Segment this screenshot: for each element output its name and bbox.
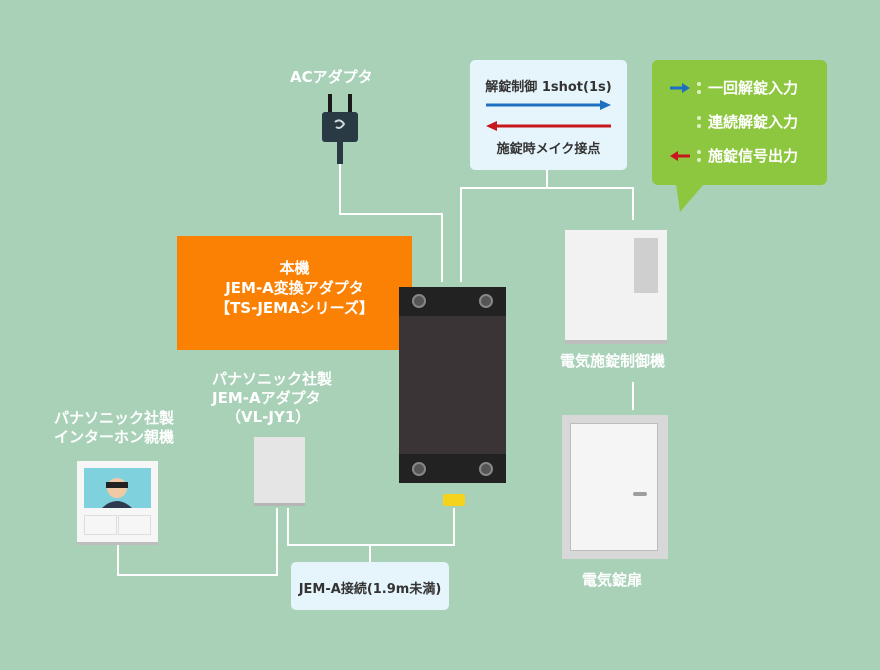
main-unit-device <box>399 287 506 483</box>
electric-lock-door <box>562 415 668 559</box>
pana-adapter-line-1: パナソニック社製 <box>212 370 333 388</box>
blue-arrow-icon <box>670 83 690 93</box>
pana-adapter-line-2: JEM-Aアダプタ <box>212 389 321 407</box>
lock-controller-label: 電気施錠制御機 <box>560 352 666 370</box>
wire-jem-a <box>287 508 455 546</box>
main-unit-line-3: 【TS-JEMAシリーズ】 <box>215 299 374 317</box>
door-panel <box>570 423 658 551</box>
jem-connection-label: JEM-A接続(1.9m未満) <box>291 562 449 610</box>
camera-screen-icon <box>84 468 151 508</box>
lock-arrow-icon <box>486 121 611 131</box>
intercom-line-2: インターホン親機 <box>54 428 175 446</box>
main-unit-line-2: JEM-A変換アダプタ <box>225 279 364 297</box>
red-arrow-icon <box>670 151 690 161</box>
colon-icon <box>697 82 701 94</box>
wire-intercom <box>117 508 278 576</box>
ac-plug-icon <box>322 94 358 164</box>
colon-icon <box>697 150 701 162</box>
unlock-arrow-icon <box>486 100 611 110</box>
controller-panel <box>634 238 658 293</box>
pana-adapter-line-3: （VL-JY1） <box>226 408 311 426</box>
intercom-device <box>77 461 158 545</box>
ac-adapter-label: ACアダプタ <box>290 68 373 86</box>
signal-lock-text: 施錠時メイク接点 <box>496 142 601 157</box>
signal-unlock-text: 解錠制御 1shot(1s) <box>485 80 612 95</box>
legend-bubble-tail <box>676 184 704 212</box>
lock-controller-device <box>565 230 667 344</box>
colon-icon <box>697 116 701 128</box>
wire-ac-adapter <box>339 160 443 282</box>
legend-bubble: 一回解錠入力 連続解錠入力 施錠信号出力 <box>652 60 827 185</box>
main-unit-label-box: 本機 JEM-A変換アダプタ 【TS-JEMAシリーズ】 <box>177 236 412 350</box>
door-handle-icon <box>633 492 647 496</box>
pana-adapter-device <box>254 437 305 506</box>
main-unit-line-1: 本機 <box>279 259 310 277</box>
intercom-button-right <box>118 515 151 535</box>
intercom-button-left <box>84 515 117 535</box>
lock-door-label: 電気錠扉 <box>582 571 643 589</box>
signal-info-box: 解錠制御 1shot(1s) 施錠時メイク接点 <box>470 60 627 170</box>
jem-connector <box>443 494 465 506</box>
intercom-line-1: パナソニック社製 <box>54 409 175 427</box>
